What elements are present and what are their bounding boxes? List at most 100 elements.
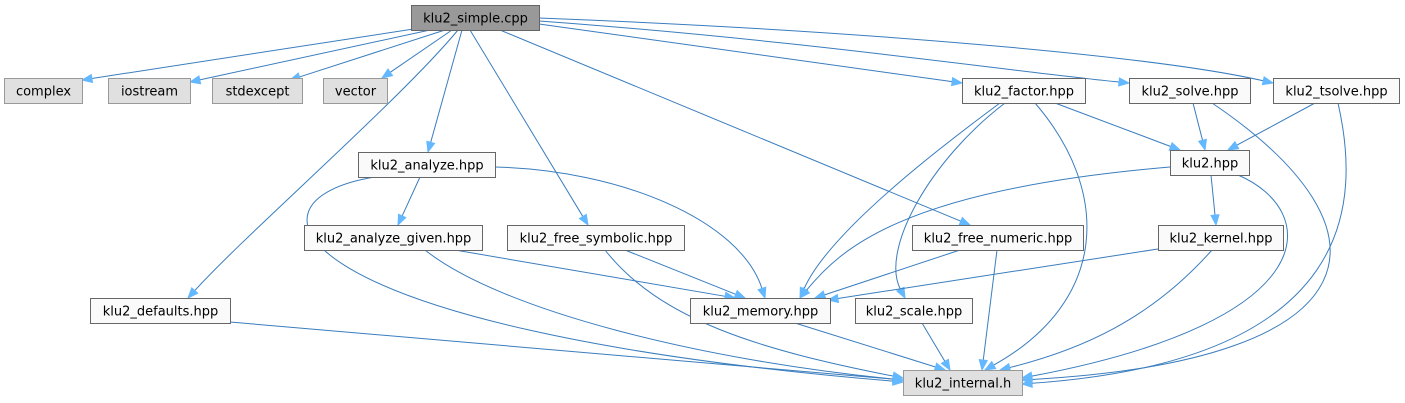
node-box: [304, 225, 483, 251]
node-stdexcept: stdexcept: [212, 78, 303, 104]
edge-klu2-kernel-hpp-to-klu2-memory-hpp: [826, 248, 1159, 304]
node-klu2-free-symbolic-hpp[interactable]: klu2_free_symbolic.hpp: [507, 225, 685, 251]
arrowhead-icon: [813, 290, 827, 300]
node-klu2-internal-h: klu2_internal.h: [903, 370, 1023, 396]
node-klu2-memory-hpp[interactable]: klu2_memory.hpp: [690, 298, 831, 324]
node-box: [962, 78, 1086, 104]
node-box: [212, 78, 303, 104]
node-klu2-tsolve-hpp[interactable]: klu2_tsolve.hpp: [1273, 78, 1400, 104]
edge-klu2-factor-hpp-to-klu2-internal-h: [983, 102, 1088, 371]
node-klu2-analyze-hpp[interactable]: klu2_analyze.hpp: [358, 152, 496, 178]
edge-line: [604, 249, 894, 377]
node-label: klu2.hpp: [1182, 157, 1239, 172]
node-box: [411, 5, 540, 31]
node-box: [912, 225, 1084, 251]
node-box: [358, 152, 496, 178]
node-klu2-solve-hpp[interactable]: klu2_solve.hpp: [1129, 78, 1251, 104]
node-box: [903, 370, 1023, 396]
edge-line: [1192, 102, 1204, 141]
node-label: klu2_free_symbolic.hpp: [520, 232, 673, 247]
edge-line: [1031, 174, 1288, 377]
node-label: klu2_kernel.hpp: [1169, 232, 1272, 247]
edge-klu2-factor-hpp-to-klu2-hpp: [1054, 102, 1182, 151]
edge-klu2-simple-cpp-to-vector: [380, 29, 453, 79]
node-box: [1273, 78, 1400, 104]
arrowhead-icon: [1210, 214, 1220, 227]
edge-line: [538, 23, 953, 83]
node-label: complex: [16, 85, 71, 100]
node-label: klu2_defaults.hpp: [103, 305, 219, 320]
node-box: [855, 298, 973, 324]
edge-line: [469, 29, 584, 217]
node-box: [90, 298, 231, 324]
edge-klu2-simple-cpp-to-klu2-free-numeric-hpp: [499, 29, 972, 226]
edge-klu2-tsolve-hpp-to-klu2-internal-h: [1020, 102, 1347, 388]
arrowhead-icon: [1261, 76, 1275, 86]
edge-klu2-free-symbolic-hpp-to-klu2-memory-hpp: [624, 249, 747, 299]
arrowhead-icon: [978, 358, 989, 372]
node-klu2-scale-hpp[interactable]: klu2_scale.hpp: [855, 298, 973, 324]
node-klu2-hpp[interactable]: klu2.hpp: [1170, 150, 1250, 176]
arrowhead-icon: [188, 75, 202, 85]
edge-klu2-simple-cpp-to-complex: [80, 27, 421, 84]
edge-line: [1210, 174, 1216, 216]
node-box: [507, 225, 685, 251]
node-box: [1129, 78, 1251, 104]
node-box: [4, 78, 83, 104]
edge-line: [194, 29, 459, 291]
edge-line: [1031, 102, 1331, 380]
arrowhead-icon: [940, 358, 951, 372]
node-label: klu2_factor.hpp: [974, 85, 1074, 100]
node-label: klu2_free_numeric.hpp: [924, 232, 1072, 247]
arrowhead-icon: [983, 360, 997, 371]
node-label: vector: [335, 85, 377, 100]
node-label: iostream: [121, 85, 178, 100]
edge-line: [1054, 102, 1171, 147]
edge-klu2-simple-cpp-to-klu2-analyze-hpp: [426, 29, 463, 154]
node-label: klu2_tsolve.hpp: [1285, 85, 1387, 100]
edge-line: [1236, 102, 1316, 146]
edge-klu2-scale-hpp-to-klu2-internal-h: [921, 322, 951, 372]
arrowhead-icon: [1197, 138, 1207, 152]
node-box: [1158, 225, 1284, 251]
arrowhead-icon: [397, 213, 407, 227]
edge-klu2-analyze-hpp-to-klu2-analyze-given-hpp: [397, 176, 421, 227]
edge-klu2-analyze-given-hpp-to-klu2-memory-hpp: [454, 249, 737, 301]
arrowhead-icon: [1020, 371, 1034, 381]
arrowhead-icon: [1226, 140, 1240, 151]
edge-line: [824, 249, 961, 296]
edge-line: [803, 102, 1001, 290]
arrowhead-icon: [733, 289, 747, 299]
arrowhead-icon: [187, 287, 199, 299]
arrowhead-icon: [958, 216, 972, 226]
node-iostream: iostream: [108, 78, 191, 104]
node-label: klu2_internal.h: [915, 377, 1011, 392]
edge-line: [454, 249, 726, 297]
edge-line: [538, 20, 1120, 83]
node-klu2-analyze-given-hpp[interactable]: klu2_analyze_given.hpp: [304, 225, 483, 251]
node-klu2-defaults-hpp[interactable]: klu2_defaults.hpp: [90, 298, 231, 324]
edge-line: [895, 102, 1006, 290]
arrowhead-icon: [892, 374, 905, 384]
edge-klu2-simple-cpp-to-iostream: [188, 29, 431, 85]
edge-klu2-hpp-to-klu2-kernel-hpp: [1210, 174, 1220, 227]
edge-klu2-defaults-hpp-to-klu2-internal-h: [229, 321, 905, 384]
edge-klu2-simple-cpp-to-klu2-solve-hpp: [538, 20, 1131, 87]
edge-line: [389, 29, 453, 73]
edge-line: [499, 29, 961, 222]
edge-line: [494, 166, 763, 289]
arrowhead-icon: [578, 213, 589, 227]
node-klu2-kernel-hpp[interactable]: klu2_kernel.hpp: [1158, 225, 1284, 251]
edge-line: [424, 249, 894, 380]
node-label: klu2_solve.hpp: [1141, 85, 1238, 100]
node-label: klu2_simple.cpp: [423, 12, 528, 27]
node-klu2-factor-hpp[interactable]: klu2_factor.hpp: [962, 78, 1086, 104]
node-klu2-free-numeric-hpp[interactable]: klu2_free_numeric.hpp: [912, 225, 1084, 251]
node-box: [1170, 150, 1250, 176]
edge-line: [837, 248, 1159, 299]
edge-klu2-hpp-to-klu2-internal-h: [1020, 174, 1288, 381]
edge-line: [993, 102, 1088, 366]
edge-klu2-simple-cpp-to-klu2-factor-hpp: [538, 23, 964, 87]
